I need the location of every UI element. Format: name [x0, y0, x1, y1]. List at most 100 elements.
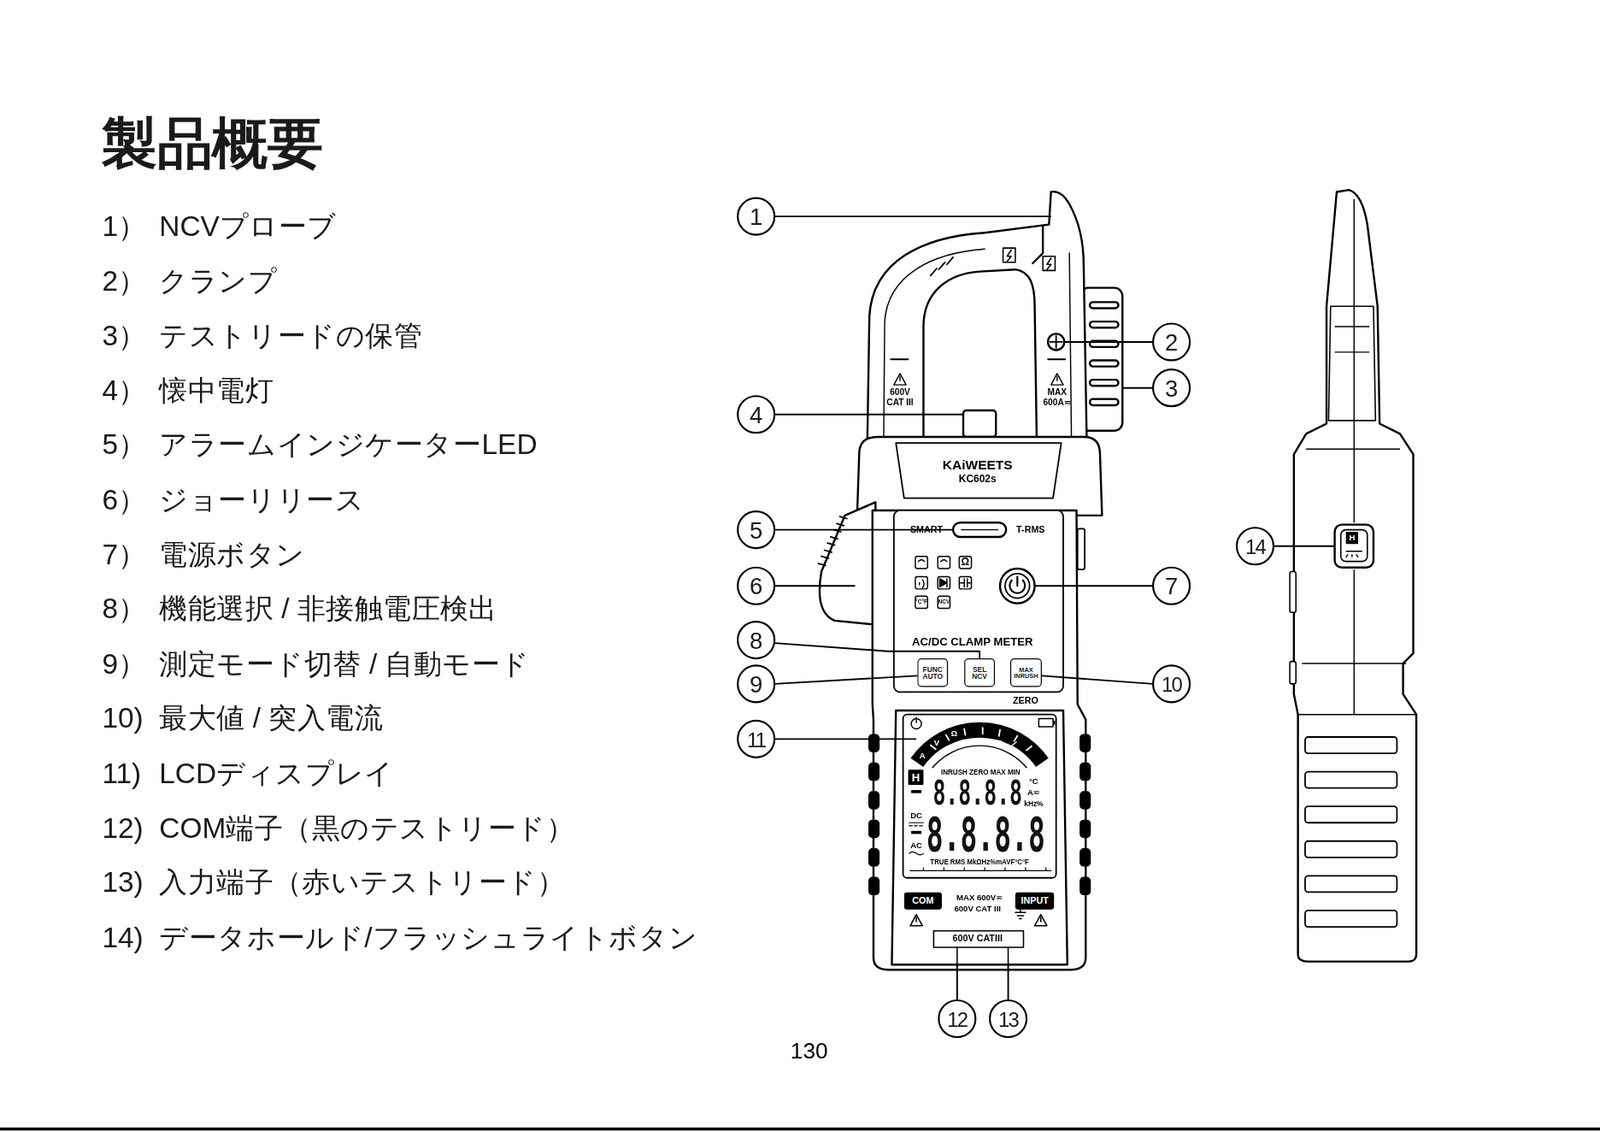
function-icon: Ω	[961, 557, 971, 568]
function-icons	[959, 578, 971, 588]
meter-body	[894, 510, 1064, 693]
callout-number: 8	[749, 629, 763, 653]
clamp-meter-front	[817, 191, 1123, 970]
function-icon: NCV	[937, 599, 950, 606]
function-icons	[940, 578, 948, 588]
lcd-segments	[932, 745, 1027, 768]
brand-name: KAiWEETS	[942, 457, 1013, 471]
callout-circle	[737, 198, 775, 236]
hold-button	[1341, 529, 1368, 562]
lcd-segments	[911, 830, 922, 835]
lead-holder	[1089, 359, 1118, 366]
power-button	[1009, 576, 1025, 594]
clamp-jaw	[1051, 373, 1064, 385]
clamp-meter-side	[1305, 736, 1397, 753]
clamp-jaw	[1006, 250, 1012, 262]
clamp-jaw	[1042, 256, 1055, 271]
meter-body	[1080, 877, 1090, 895]
callout-circle	[737, 198, 1274, 1037]
function-icons	[919, 579, 924, 589]
meter-body	[1080, 791, 1090, 808]
page-number: 130	[790, 1040, 829, 1063]
device-marking: 600V CATIII	[952, 934, 1003, 944]
clamp-jaw	[1069, 252, 1071, 439]
function-icons	[958, 556, 971, 569]
clamp-meter-side	[1289, 661, 1296, 684]
clamp-jaw	[1003, 247, 1016, 263]
function-icons	[915, 595, 928, 608]
clamp-meter-side	[1305, 805, 1397, 823]
button-text: INPUT	[1020, 895, 1048, 906]
list-item: 電源ボタン	[158, 540, 306, 569]
device-marking: 600V	[889, 387, 911, 396]
list-number: 12)	[101, 813, 143, 842]
button-text: AUTO	[922, 672, 943, 681]
function-icons	[937, 576, 950, 589]
function-icons	[958, 576, 971, 589]
callout-number: 9	[749, 672, 763, 696]
lcd-segment: V	[934, 738, 940, 748]
clamp-jaw	[867, 191, 1088, 442]
button-marking: ZERO	[1012, 696, 1039, 706]
meter-body	[869, 820, 879, 837]
meter-button: SELNCV	[964, 658, 995, 687]
meter-body	[869, 877, 879, 895]
callout-number: 12	[947, 1009, 967, 1030]
meter-button: FUNCAUTO	[917, 658, 948, 687]
callout-number: 14	[1245, 536, 1265, 558]
button-text: INRUSH	[1013, 672, 1038, 680]
meter-body	[1080, 848, 1090, 865]
lcd-segment: kHz%	[1023, 799, 1043, 806]
leader-line	[1007, 964, 1010, 1000]
clamp-jaw	[930, 257, 953, 276]
page-title: 製品概要	[101, 115, 323, 171]
callout-number: 6	[749, 575, 763, 599]
leader-line	[774, 584, 855, 587]
clamp-meter-side	[1305, 771, 1397, 789]
callout-number: 2	[1164, 330, 1178, 354]
callout-circle	[1152, 369, 1190, 406]
clamp-meter-side	[1335, 326, 1371, 353]
list-item: 測定モード切替 / 自動モード	[158, 649, 530, 678]
callout-number: 11	[747, 729, 765, 751]
leader-line	[1041, 675, 1153, 684]
power-button	[1005, 573, 1030, 599]
callout-number: 1	[749, 205, 763, 230]
function-icons	[917, 559, 924, 562]
clamp-jaw	[890, 358, 1065, 360]
clamp-meter-side	[1328, 305, 1376, 421]
callout-circle	[737, 664, 775, 702]
clamp-jaw	[894, 373, 906, 385]
flashlight	[963, 410, 996, 437]
clamp-jaw	[1050, 335, 1063, 348]
meter-body	[1077, 528, 1085, 570]
list-number: 10)	[101, 704, 143, 733]
leader-line	[774, 413, 964, 416]
list-item: アラームインジケーターLED	[158, 430, 537, 459]
callout-number: 13	[998, 1009, 1018, 1030]
list-item: LCDディスプレイ	[158, 758, 395, 788]
lcd-segment: A	[919, 752, 926, 761]
lcd-segments	[910, 867, 1052, 871]
clamp-meter-side	[1305, 875, 1397, 892]
list-number: 2）	[101, 266, 147, 295]
meter-head	[857, 436, 1103, 516]
list-number: 14)	[101, 923, 143, 952]
list-item: データホールド/フラッシュライトボタン	[158, 923, 698, 952]
list-item: テストリードの保管	[158, 321, 423, 350]
clamp-meter-side	[1353, 199, 1355, 523]
terminal-label: COM	[904, 891, 942, 909]
lcd-segment: A≂	[1027, 788, 1041, 798]
clamp-meter-side	[1294, 189, 1417, 962]
page-rule	[0, 1127, 1600, 1131]
leader-line	[1273, 545, 1336, 548]
lcd-segment: Ω	[950, 729, 958, 739]
callout-number: 4	[749, 403, 763, 427]
button-text: SEL	[972, 664, 987, 673]
list-item: 入力端子（赤いテストリード）	[158, 868, 565, 897]
callout-circle	[737, 621, 775, 659]
clamp-meter-side	[1289, 571, 1296, 613]
terminal-marks	[910, 906, 1048, 965]
lcd-segment: H	[911, 771, 920, 783]
jaw-release-trigger	[817, 501, 876, 624]
